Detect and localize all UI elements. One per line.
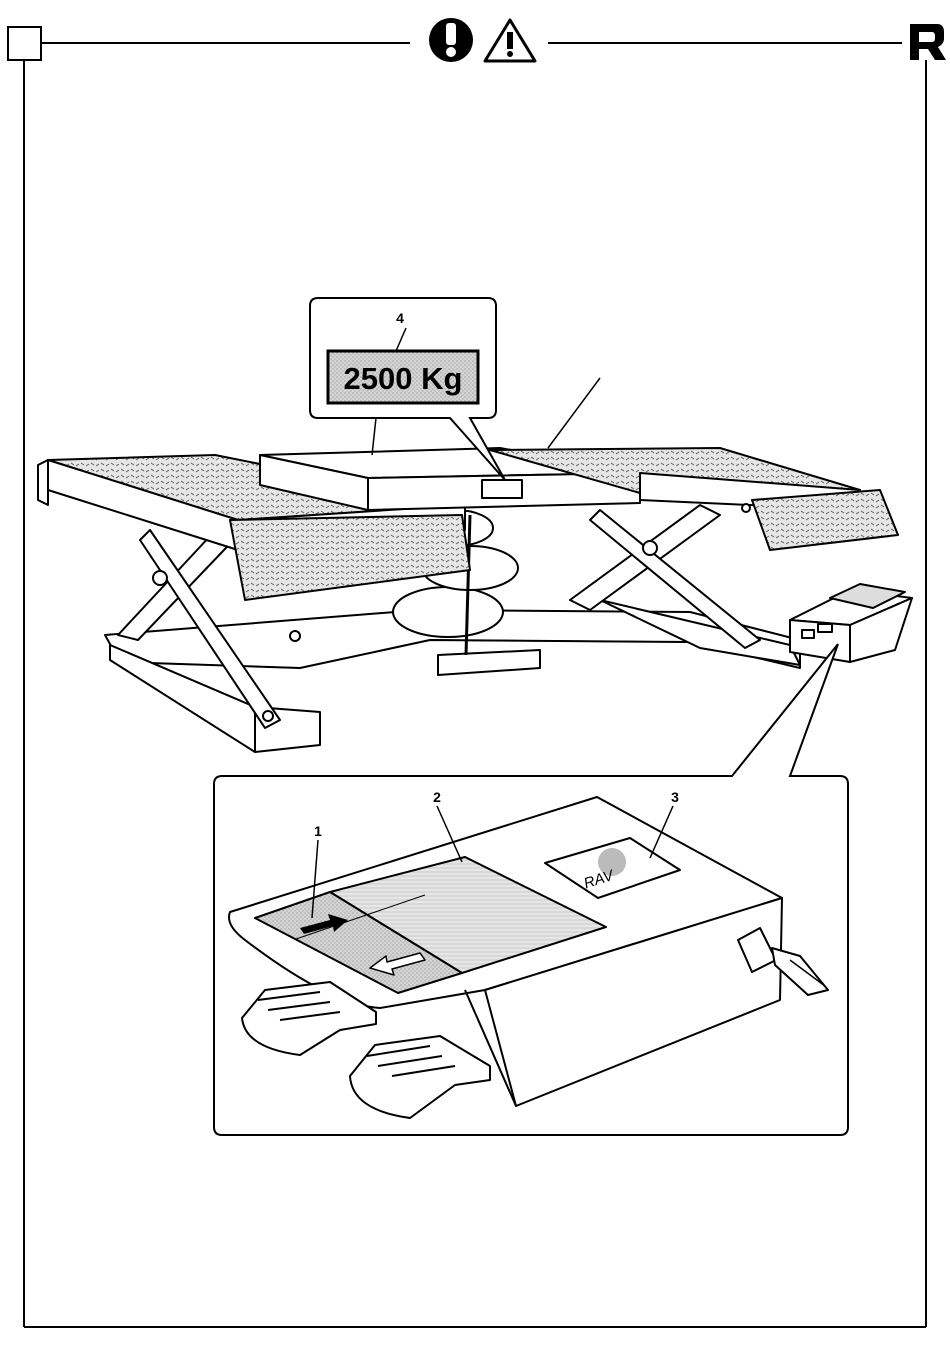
weight-capacity-label: 2500 Kg — [344, 361, 463, 396]
exclamation-circle-icon — [429, 18, 473, 62]
control-unit-small — [790, 584, 912, 662]
callout-number-2: 2 — [433, 789, 441, 805]
ravaglioli-r-logo — [910, 24, 946, 60]
frame-corner-box — [8, 27, 41, 60]
weight-plate-marker — [482, 480, 522, 498]
callout-number-4: 4 — [396, 310, 404, 326]
callout-number-3: 3 — [671, 789, 679, 805]
callout-number-1: 1 — [314, 823, 322, 839]
warning-triangle-icon — [485, 20, 535, 61]
